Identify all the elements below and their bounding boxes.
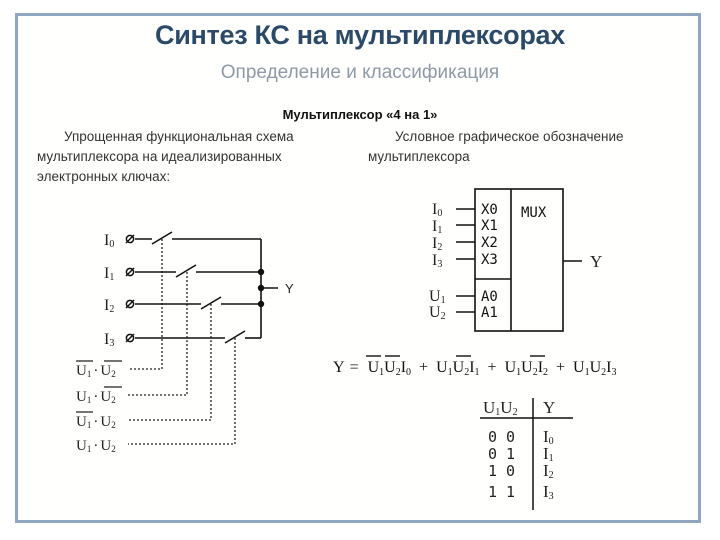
input-label-i3: I3 [104, 331, 114, 349]
right-description-line: Условное графическое обозначение [395, 129, 624, 144]
truth-table-output: I2 [543, 461, 554, 481]
control-label: U1·U2 [76, 414, 116, 430]
mux-output-y: Y [590, 252, 602, 271]
mux-input-u2: U2 [429, 304, 446, 322]
right-description: Условное графическое обозначение мультип… [368, 127, 624, 167]
section-heading: Мультиплексор «4 на 1» [282, 107, 438, 122]
control-label: U1·U2 [76, 438, 116, 454]
mux-pin-x0: X0 [481, 202, 498, 218]
mux-input-i3: I3 [432, 252, 442, 270]
truth-table-output: I0 [543, 427, 554, 447]
mux-input-i2: I2 [432, 235, 442, 253]
truth-table-output: I3 [543, 482, 554, 502]
mux-pin-x1: X1 [481, 218, 498, 234]
formula-expression: Y= U1U2I0 + U1U2I1 + U1U2I2 + U1U2I3 [333, 359, 617, 379]
mux-input-i0: I0 [432, 201, 442, 219]
truth-table-output: I1 [543, 444, 554, 464]
mux-pin-a0: A0 [481, 289, 498, 305]
slide-subtitle: Определение и классификация [220, 62, 500, 83]
left-description-line: мультиплексора на идеализированных [37, 149, 282, 164]
mux-pin-x3: X3 [481, 252, 498, 268]
truth-table-header-output: Y [543, 398, 555, 417]
truth-table-header-inputs: U1U2 [483, 398, 518, 418]
left-description-line: Упрощенная функциональная схема [64, 129, 294, 144]
left-description-line: электронных ключах: [37, 169, 171, 184]
mux-input-i1: I1 [432, 218, 442, 236]
terminal-icon [125, 234, 135, 343]
mux-name: MUX [521, 205, 547, 221]
mux-input-u1: U1 [429, 288, 446, 306]
slide-title: Синтез КС на мультиплексорах [155, 20, 565, 50]
control-label: U1·U2 [76, 389, 116, 405]
mux-pin-x2: X2 [481, 235, 498, 251]
right-description-line: мультиплексора [368, 149, 470, 164]
input-label-i2: I2 [104, 297, 114, 315]
input-label-i0: I0 [104, 232, 114, 250]
control-label: U1·U2 [76, 363, 116, 379]
left-description: Упрощенная функциональная схема мультипл… [37, 127, 294, 187]
mux-pin-a1: A1 [481, 305, 498, 321]
input-label-i1: I1 [104, 265, 114, 283]
output-label-y: Y [285, 281, 294, 296]
